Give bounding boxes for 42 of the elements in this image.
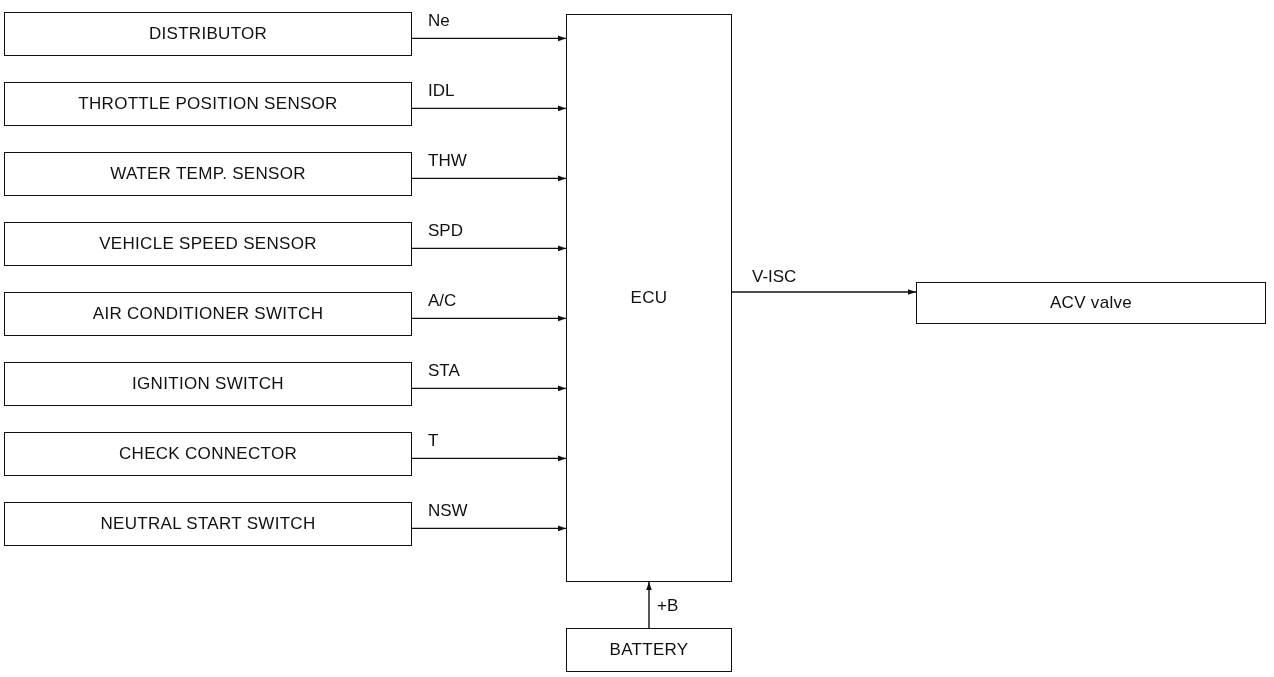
block-box [4,222,412,266]
signal-label: THW [428,152,467,170]
block-label: WATER TEMP. SENSOR [110,164,306,184]
signal-label: STA [428,362,460,380]
block-label: BATTERY [609,640,689,660]
arrow [411,105,567,112]
block-box [4,362,412,406]
signal-label: A/C [428,292,457,310]
signal-label: V-ISC [752,268,797,285]
block-label: IGNITION SWITCH [132,374,284,394]
block-label: VEHICLE SPEED SENSOR [99,234,317,254]
block-box [566,628,732,672]
arrow [731,289,917,295]
signal-label: Ne [428,12,450,30]
block-box [4,12,412,56]
block-box [916,282,1266,324]
block-box [566,14,732,582]
arrow [411,455,567,462]
block-label: THROTTLE POSITION SENSOR [78,94,338,114]
arrow [411,35,567,42]
block-box [4,432,412,476]
arrow [411,525,567,532]
block-box [4,82,412,126]
signal-label: SPD [428,222,463,240]
block-label: ECU [630,288,668,308]
block-label: ACV valve [1049,293,1133,313]
block-box [4,502,412,546]
arrow [646,581,652,629]
block-label: NEUTRAL START SWITCH [100,514,316,534]
block-box [4,292,412,336]
signal-label: +B [657,597,679,614]
arrow [411,175,567,182]
arrow [411,385,567,392]
block-label: CHECK CONNECTOR [119,444,297,464]
arrow [411,245,567,252]
signal-label: NSW [428,502,468,520]
block-label: AIR CONDITIONER SWITCH [92,304,324,324]
signal-label: T [428,432,439,450]
signal-label: IDL [428,82,455,100]
block-box [4,152,412,196]
arrow [411,315,567,322]
block-label: DISTRIBUTOR [148,24,268,44]
